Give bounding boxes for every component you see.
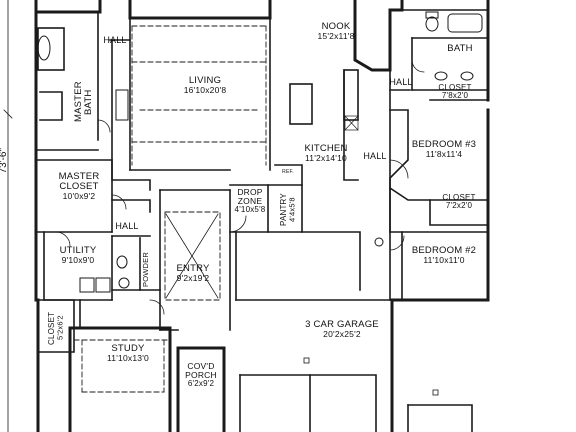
room-dims: 11'10x13'0 [107, 352, 149, 363]
room-dims: 5'2x6'2 [55, 315, 65, 341]
room-kitchen: KITCHEN 11'2x14'10 [288, 144, 364, 163]
room-name: CLOSET [438, 83, 472, 92]
room-name: BATH [447, 43, 473, 54]
room-dims: 11'2x14'10 [305, 152, 347, 163]
room-name: COV'D PORCH [185, 361, 217, 380]
overall-dimension: 73'-6" [0, 148, 9, 174]
room-dims: 6'2x9'2 [187, 378, 215, 388]
room-dims: 16'10x20'8 [183, 84, 227, 95]
ceiling-lines [73, 25, 269, 393]
room-utility: UTILITY 9'10x9'0 [50, 246, 106, 265]
room-dims: 15'2x11'8 [317, 30, 355, 41]
room-dims: 10'0x9'2 [62, 190, 96, 201]
room-entry: ENTRY 9'2x19'2 [166, 264, 220, 283]
room-drop-zone: DROP ZONE 4'10x5'8 [230, 188, 270, 214]
room-living: LIVING 16'10x20'8 [168, 76, 242, 95]
room-name: MASTER CLOSET [58, 171, 100, 192]
room-dims: 4'4x5'8 [287, 197, 297, 223]
entry-ceiling-x [165, 213, 219, 299]
room-covered-porch: COV'D PORCH 6'2x9'2 [180, 362, 222, 388]
room-bath: BATH [436, 44, 484, 54]
room-nook: NOOK 15'2x11'8 [300, 22, 372, 41]
room-name: LIVING [188, 75, 222, 86]
garage-markers [303, 357, 439, 396]
interior-walls [35, 9, 489, 432]
room-dims: 7'8x2'0 [441, 91, 469, 101]
fixtures [37, 11, 483, 293]
hall-label-utility: HALL [115, 221, 139, 231]
room-name: CLOSET [442, 193, 476, 202]
room-dims: 9'2x19'2 [176, 272, 210, 283]
room-master-closet: MASTER CLOSET 10'0x9'2 [48, 172, 110, 201]
room-name: 3 CAR GARAGE [305, 319, 379, 330]
room-name: KITCHEN [304, 143, 348, 154]
room-dims: 7'2x2'0 [445, 201, 473, 211]
hall-label-right: HALL [363, 151, 387, 161]
room-dims: 20'2x25'2 [323, 328, 361, 339]
ref-label: REF. [282, 169, 294, 175]
room-dims: 9'10x9'0 [61, 254, 95, 265]
room-name: STUDY [111, 343, 145, 354]
room-pantry: PANTRY 4'4x5'8 [279, 190, 297, 230]
room-name: UTILITY [59, 245, 97, 256]
room-dims: 11'8x11'4 [425, 148, 463, 159]
room-name: BEDROOM #2 [411, 245, 477, 256]
powder-label: POWDER [141, 252, 150, 288]
room-closet-left: CLOSET 5'2x6'2 [47, 306, 65, 350]
room-garage: 3 CAR GARAGE 20'2x25'2 [302, 320, 382, 339]
room-dims: 4'10x5'8 [234, 204, 266, 214]
range-hood [344, 115, 359, 131]
room-closet-mid: CLOSET 7'2x2'0 [434, 193, 484, 211]
room-study: STUDY 11'10x13'0 [96, 344, 160, 363]
room-name: NOOK [321, 21, 351, 32]
room-closet-top: CLOSET 7'8x2'0 [432, 83, 478, 101]
room-name: ENTRY [176, 263, 210, 274]
room-bedroom-2: BEDROOM #2 11'10x11'0 [404, 246, 484, 265]
room-name: BEDROOM #3 [411, 139, 477, 150]
room-name: MASTER BATH [73, 81, 94, 123]
hall-label-right-top: HALL [389, 77, 413, 87]
room-name: DROP ZONE [237, 187, 263, 206]
dimension-line [3, 0, 13, 432]
room-bedroom-3: BEDROOM #3 11'8x11'4 [404, 140, 484, 159]
door-swings [55, 59, 425, 315]
room-master-bath: MASTER BATH [73, 74, 94, 130]
hall-label-top: HALL [103, 35, 127, 45]
room-dims: 11'10x11'0 [423, 254, 465, 265]
exterior-walls [34, 0, 490, 432]
